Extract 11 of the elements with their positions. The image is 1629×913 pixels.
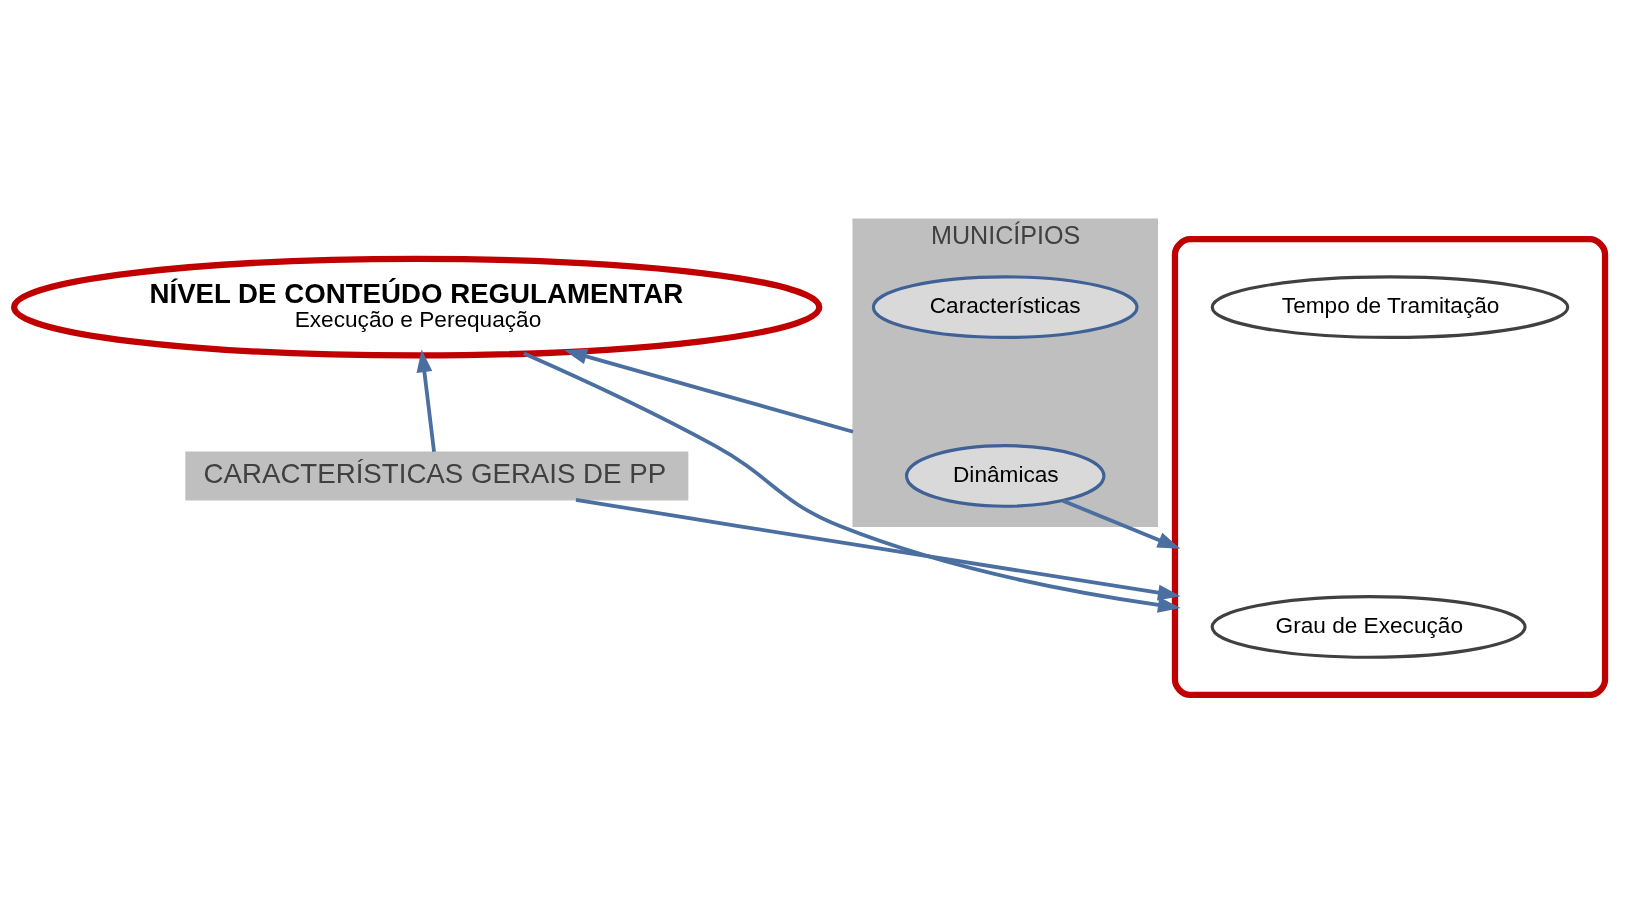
arrow — [416, 349, 436, 452]
arrow — [564, 348, 854, 434]
node-ellipse: Grau de Execução — [1210, 594, 1527, 659]
arrow — [575, 497, 1181, 600]
node-ellipse: NÍVEL DE CONTEÚDO REGULAMENTAR Execução e Perequação — [11, 255, 823, 359]
node-box: CARACTERÍSTICAS GERAIS DE PP — [185, 450, 689, 500]
node-ellipse: Dinâmicas — [904, 443, 1106, 508]
node-ellipse: Tempo de Tramitação — [1210, 274, 1570, 339]
node-ellipse: Características — [871, 274, 1139, 339]
arrow — [523, 351, 1181, 613]
cluster — [1171, 235, 1609, 698]
